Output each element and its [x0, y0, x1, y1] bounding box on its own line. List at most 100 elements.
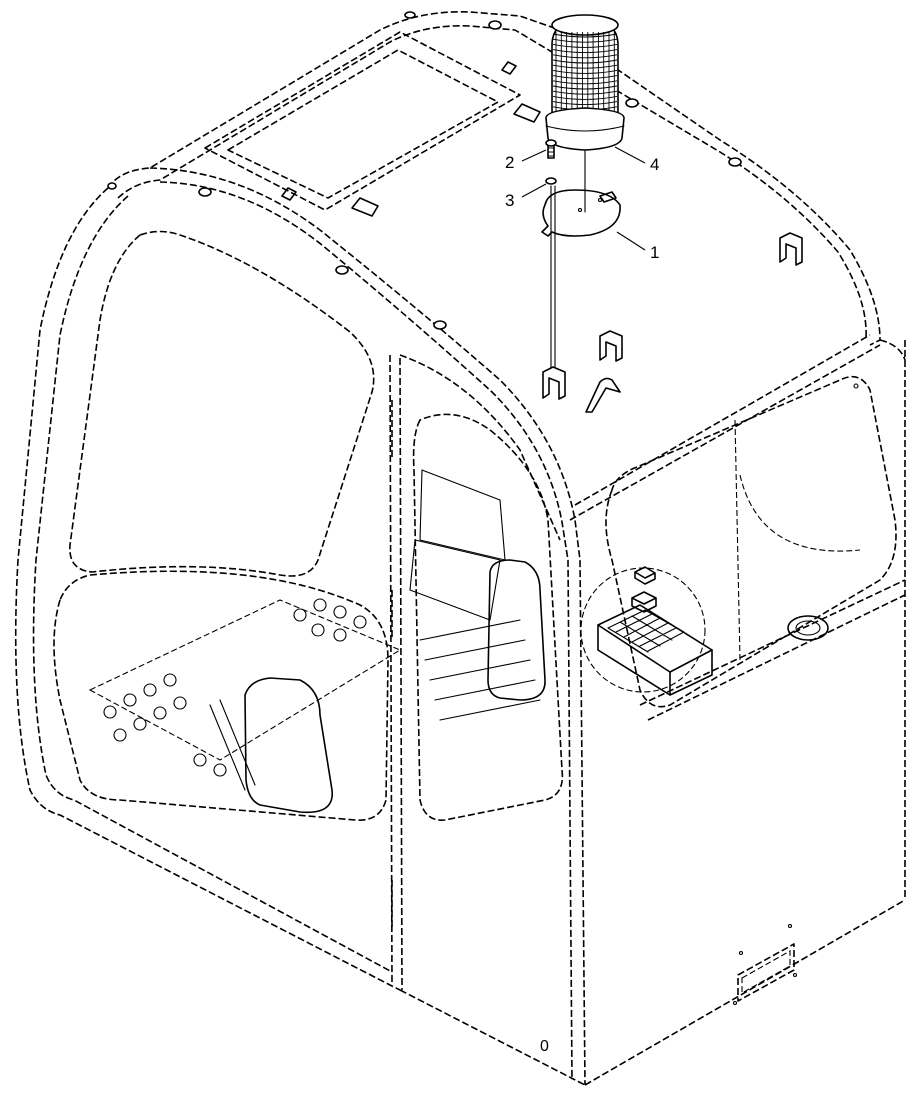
cab-rear-sill	[639, 579, 906, 706]
cab-front-pillar-2	[399, 357, 403, 991]
beacon-grid-ring	[552, 33, 618, 38]
rear-dot	[738, 950, 744, 956]
hatch-latch-1	[351, 197, 379, 217]
callout-3-label: 3	[505, 191, 514, 210]
roof-hatch-frame	[204, 31, 521, 211]
beacon-base-ring	[545, 125, 625, 132]
roof-hatch	[204, 31, 541, 217]
cab-roof-crease-2	[569, 344, 881, 521]
operator-seat-cushion	[409, 539, 501, 621]
beacon-lamp-top	[551, 14, 619, 36]
rear-panel-details	[732, 383, 859, 1006]
cab-roof-inner-edge	[117, 25, 867, 339]
callouts: 1 2 3 4	[505, 146, 659, 262]
travel-lever	[209, 704, 246, 791]
bracket-hole	[577, 207, 583, 213]
hatch-hinge-2	[501, 61, 517, 75]
cab-left-lower-window	[53, 570, 389, 821]
roof-bolt	[107, 182, 117, 190]
beacon-grid-ring	[552, 43, 618, 48]
roof-bolt	[625, 98, 639, 108]
cab-bottom-right-edge	[584, 899, 906, 1086]
rear-access-cover-inner	[741, 950, 791, 994]
beacon-grid-ring	[552, 49, 618, 54]
beacon-grid-ring	[552, 90, 618, 95]
detail-circle	[580, 567, 706, 693]
cab-roof-crease	[574, 334, 871, 506]
switch-knob-lower	[631, 591, 657, 613]
callout-1-label: 1	[650, 243, 659, 262]
cab-roof-outline	[107, 11, 881, 346]
callout-3-leader	[521, 183, 547, 198]
beacon-grid-ring	[552, 101, 618, 106]
roof-bolt	[335, 265, 349, 275]
hatch-latch-2	[513, 103, 541, 123]
operator-seat-back	[419, 469, 506, 561]
beacon-grid-ring	[552, 80, 618, 85]
beacon-grid-ring	[552, 95, 618, 100]
roof-clip	[779, 232, 803, 266]
door-lock-mark: 0	[540, 1038, 549, 1055]
callout-2-leader	[521, 149, 547, 162]
rear-dot	[732, 1000, 738, 1006]
cab-door-window	[412, 413, 564, 821]
roof-bolt	[433, 320, 447, 330]
left-console	[244, 677, 333, 814]
roof-hatch-glass	[227, 49, 499, 199]
beacon-lamp-base	[545, 107, 625, 151]
cab-rear-sill-2	[647, 594, 906, 721]
cab-front-arch-inner	[159, 181, 573, 1081]
switch-grid	[607, 609, 685, 653]
switch-knob-upper	[634, 566, 656, 585]
travel-lever-2	[219, 699, 256, 786]
cab-rear-window-mullion	[734, 419, 741, 661]
roof-bolt	[728, 157, 742, 167]
floor-plate	[88, 599, 402, 761]
switch-panel-face	[597, 624, 713, 696]
cab-left-window	[69, 230, 375, 577]
beacon-grid-ring	[552, 64, 618, 69]
bracket-tab	[599, 191, 617, 203]
roof-bolt	[488, 20, 502, 30]
switch-panel-detail	[580, 566, 829, 696]
callout-4-leader	[614, 146, 646, 164]
beacon-grid-ring	[552, 75, 618, 80]
rear-grommet	[787, 615, 829, 641]
beacon-grid-ring	[552, 38, 618, 43]
beacon-grid-ring	[552, 54, 618, 59]
bolt-head	[545, 139, 557, 147]
cab-right-edge-2	[879, 339, 906, 361]
rear-access-cover	[737, 943, 795, 1002]
rear-grommet-inner	[795, 620, 821, 636]
roof-bolt	[198, 187, 212, 197]
beacon-assembly	[541, 14, 625, 369]
cab-front-arch	[149, 167, 586, 1086]
cab-left-side-panel	[14, 187, 401, 991]
roof-clips	[542, 232, 803, 413]
right-console	[487, 559, 546, 701]
beacon-grid-ring	[552, 85, 618, 90]
cab-interior	[88, 469, 546, 814]
washer-part	[545, 177, 557, 185]
cab-body	[14, 11, 906, 1086]
bolt-threads	[547, 147, 555, 157]
rear-dot	[792, 972, 798, 978]
callout-1-leader	[616, 231, 646, 251]
cab-rear-window	[605, 375, 897, 708]
floor-dots	[103, 598, 367, 777]
cab-bottom-front-edge	[399, 989, 586, 1086]
bracket-hole	[597, 197, 603, 203]
roof-clip	[599, 330, 623, 362]
beacon-mounting-bracket	[541, 189, 621, 237]
cab-door-frame	[399, 354, 561, 541]
roof-clip-angle	[585, 377, 621, 413]
floor-ribs	[419, 619, 541, 721]
roof-bolts	[107, 11, 742, 330]
beacon-grid-ring	[552, 69, 618, 74]
roof-bolt	[404, 11, 416, 19]
side-marker	[853, 383, 859, 389]
beacon-grid-ring	[552, 59, 618, 64]
rear-dot	[787, 923, 793, 929]
callout-4-label: 4	[650, 155, 659, 174]
